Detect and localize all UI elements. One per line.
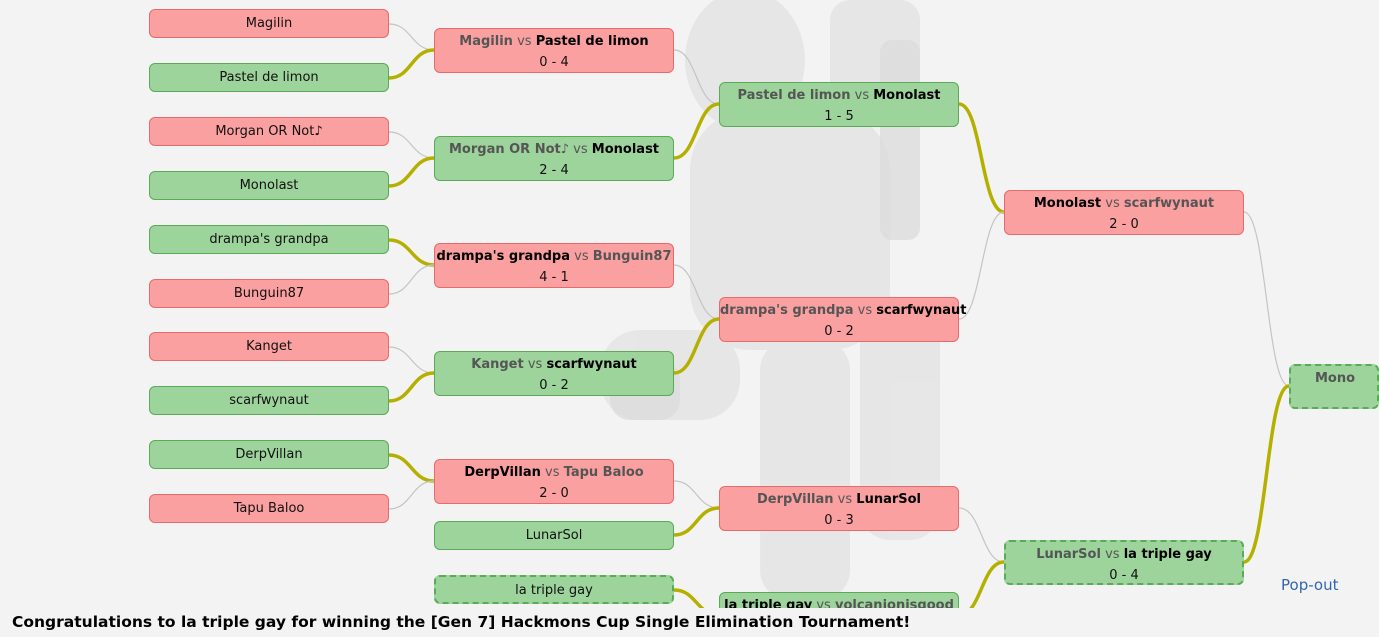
- match-player-2: Pastel de limon: [535, 34, 649, 49]
- player-name: scarfwynaut: [229, 393, 309, 408]
- winner-connector: [1243, 384, 1290, 564]
- match-score: 0 - 4: [539, 55, 569, 70]
- loser-connector: [388, 346, 435, 374]
- player-tapu-baloo[interactable]: Tapu Baloo: [149, 494, 389, 523]
- match-player-2: scarfwynaut: [546, 357, 637, 372]
- match-score: 0 - 2: [824, 324, 854, 339]
- match-lunarsol-vs-la-triple-gay[interactable]: LunarSol vs la triple gay 0 - 4: [1004, 540, 1244, 585]
- match-derpvillan-vs-lunarsol[interactable]: DerpVillan vs LunarSol 0 - 3: [719, 486, 959, 531]
- match-final[interactable]: Mono: [1289, 364, 1379, 409]
- winner-connector: [673, 317, 720, 375]
- match-pastel-vs-monolast[interactable]: Pastel de limon vs Monolast 1 - 5: [719, 82, 959, 127]
- vs-label: vs: [1105, 547, 1120, 562]
- player-name: la triple gay: [515, 583, 593, 598]
- match-score: 2 - 0: [1109, 217, 1139, 232]
- match-player-2: Bunguin87: [592, 249, 672, 264]
- match-player-1: DerpVillan: [756, 492, 834, 507]
- match-player-2: LunarSol: [856, 492, 922, 507]
- loser-connector: [388, 480, 435, 510]
- match-player-2: scarfwynaut: [1123, 196, 1215, 211]
- congratulations-banner: Congratulations to la triple gay for win…: [0, 608, 1379, 637]
- player-name: Morgan OR Not♪: [215, 124, 323, 139]
- player-scarfwynaut[interactable]: scarfwynaut: [149, 386, 389, 415]
- match-player-1: drampa's grandpa: [720, 303, 854, 318]
- winner-connector: [388, 156, 435, 188]
- vs-label: vs: [854, 88, 870, 103]
- match-player-1: Magilin: [459, 34, 513, 49]
- match-score: 2 - 0: [539, 486, 569, 501]
- match-player-1: Pastel de limon: [737, 88, 851, 103]
- winner-connector: [388, 48, 435, 80]
- match-player-2: Monolast: [873, 88, 941, 103]
- match-drampa-vs-bunguin[interactable]: drampa's grandpa vs Bunguin87 4 - 1: [434, 243, 674, 288]
- winner-connector: [673, 102, 720, 160]
- loser-connector: [388, 131, 435, 159]
- vs-label: vs: [837, 492, 853, 507]
- match-player-1: Kanget: [471, 357, 524, 372]
- winner-connector: [673, 506, 720, 537]
- player-name: DerpVillan: [235, 447, 303, 462]
- player-monolast[interactable]: Monolast: [149, 171, 389, 200]
- match-player-1: Mono: [1315, 371, 1356, 386]
- winner-connector: [388, 453, 435, 483]
- match-score: 0 - 3: [824, 513, 854, 528]
- loser-connector: [673, 480, 720, 509]
- winner-connector: [958, 102, 1005, 214]
- player-name: LunarSol: [525, 528, 583, 543]
- loser-connector: [388, 23, 435, 51]
- match-player-1: drampa's grandpa: [436, 249, 570, 264]
- match-player-1: Monolast: [1033, 196, 1102, 211]
- vs-label: vs: [573, 142, 588, 157]
- player-name: Monolast: [239, 178, 299, 193]
- player-bunguin87[interactable]: Bunguin87: [149, 279, 389, 308]
- match-score: 1 - 5: [824, 109, 854, 124]
- loser-connector: [958, 211, 1005, 320]
- loser-connector: [1243, 211, 1290, 387]
- vs-label: vs: [857, 303, 873, 318]
- player-drampas-grandpa[interactable]: drampa's grandpa: [149, 225, 389, 254]
- player-pastel-de-limon[interactable]: Pastel de limon: [149, 63, 389, 92]
- player-magilin[interactable]: Magilin: [149, 9, 389, 38]
- loser-connector: [958, 507, 1005, 563]
- vs-label: vs: [517, 34, 532, 49]
- player-name: Pastel de limon: [219, 70, 319, 85]
- match-player-1: Morgan OR Not♪: [448, 142, 570, 157]
- player-derpvillan[interactable]: DerpVillan: [149, 440, 389, 469]
- vs-label: vs: [1105, 196, 1120, 211]
- match-monolast-vs-scarfwynaut[interactable]: Monolast vs scarfwynaut 2 - 0: [1004, 190, 1244, 235]
- match-player-2: la triple gay: [1123, 547, 1212, 562]
- pop-out-link[interactable]: Pop-out: [1281, 576, 1339, 594]
- match-player-2: Tapu Baloo: [563, 465, 644, 480]
- winner-connector: [388, 371, 435, 403]
- vs-label: vs: [545, 465, 560, 480]
- player-name: drampa's grandpa: [209, 232, 329, 247]
- winner-connector: [388, 238, 435, 267]
- match-score: 2 - 4: [539, 163, 569, 178]
- player-name: Magilin: [245, 16, 293, 31]
- match-derpvillan-vs-tapu[interactable]: DerpVillan vs Tapu Baloo 2 - 0: [434, 459, 674, 504]
- player-kanget[interactable]: Kanget: [149, 332, 389, 361]
- match-player-2: scarfwynaut: [876, 303, 967, 318]
- match-player-1: LunarSol: [1036, 547, 1101, 562]
- match-morgan-vs-monolast[interactable]: Morgan OR Not♪ vs Monolast 2 - 4: [434, 136, 674, 181]
- match-drampa-vs-scarfwynaut[interactable]: drampa's grandpa vs scarfwynaut 0 - 2: [719, 297, 967, 342]
- loser-connector: [673, 49, 720, 105]
- match-score: 0 - 2: [539, 378, 569, 393]
- player-name: Kanget: [246, 339, 292, 354]
- match-player-1: DerpVillan: [464, 465, 541, 480]
- match-kanget-vs-scarfwynaut[interactable]: Kanget vs scarfwynaut 0 - 2: [434, 351, 674, 396]
- match-score: 0 - 4: [1109, 568, 1139, 583]
- player-morgan-or-not[interactable]: Morgan OR Not♪: [149, 117, 389, 146]
- match-score: 4 - 1: [539, 270, 569, 285]
- player-la-triple-gay[interactable]: la triple gay: [434, 575, 674, 604]
- player-name: Tapu Baloo: [233, 501, 305, 516]
- player-lunarsol[interactable]: LunarSol: [434, 521, 674, 550]
- vs-label: vs: [527, 357, 543, 372]
- loser-connector: [673, 264, 720, 320]
- loser-connector: [388, 264, 435, 295]
- vs-label: vs: [574, 249, 589, 264]
- match-magilin-vs-pastel[interactable]: Magilin vs Pastel de limon 0 - 4: [434, 28, 674, 73]
- match-player-2: Monolast: [591, 142, 660, 157]
- player-name: Bunguin87: [233, 286, 305, 301]
